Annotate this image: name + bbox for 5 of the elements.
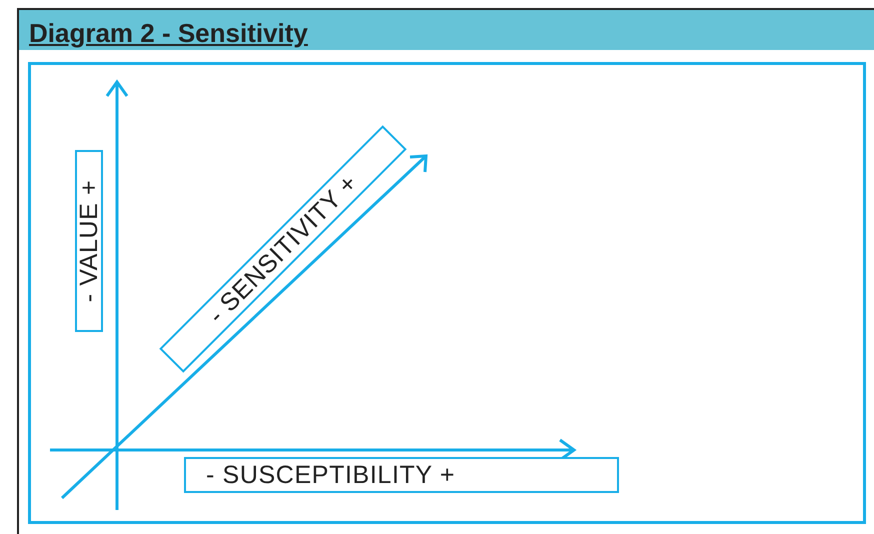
label-box bbox=[74, 150, 102, 332]
title: Diagram 2 - Sensitivity bbox=[29, 17, 308, 50]
axis-label: - VALUE + bbox=[76, 180, 101, 302]
axis-label: - SUSCEPTIBILITY + bbox=[206, 462, 456, 488]
label-box bbox=[184, 457, 619, 493]
